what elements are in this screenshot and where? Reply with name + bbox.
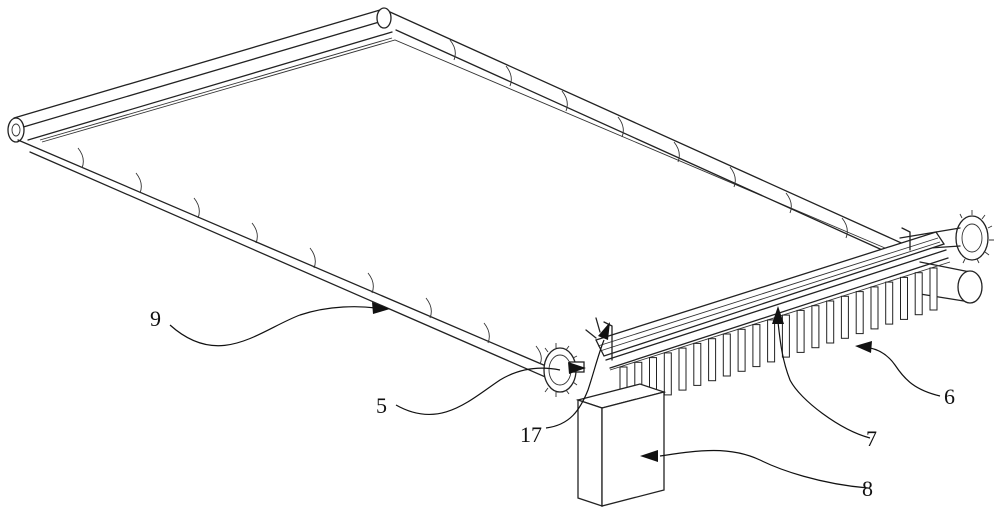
label-7: 7 [866, 426, 877, 451]
leader-9 [169, 302, 390, 347]
label-9: 9 [150, 306, 161, 331]
label-8: 8 [862, 476, 873, 501]
label-17: 17 [520, 422, 542, 447]
bristle-tooth [826, 300, 835, 344]
bristle-tooth [708, 338, 717, 382]
leader-8 [640, 449, 869, 489]
control-box [575, 383, 667, 507]
leader-17 [545, 322, 610, 429]
bristle-tooth [737, 328, 746, 372]
right-gear [899, 210, 994, 264]
leader-7 [772, 306, 871, 439]
brush-roller [585, 227, 949, 369]
bristle-tooth [811, 305, 820, 349]
bristle-tooth [914, 272, 923, 316]
lower-roller [919, 261, 983, 304]
leader-5 [395, 362, 586, 416]
bristle-tooth [840, 295, 849, 339]
bristle-teeth [619, 267, 938, 410]
leader-6 [855, 341, 941, 397]
label-6: 6 [944, 384, 955, 409]
conveyor-frame [7, 7, 909, 387]
bristle-tooth [722, 333, 731, 377]
bristle-tooth [767, 319, 776, 363]
bristle-tooth [929, 267, 938, 311]
bristle-tooth [781, 314, 790, 358]
bristle-tooth [693, 342, 702, 386]
bristle-tooth [678, 347, 687, 391]
bristle-tooth [900, 276, 908, 320]
bristle-tooth [796, 309, 805, 353]
bristle-tooth [752, 324, 761, 368]
label-5: 5 [376, 393, 387, 418]
bristle-tooth [663, 352, 672, 396]
bristle-tooth [855, 291, 864, 335]
bristle-tooth [885, 281, 894, 325]
bristle-tooth [870, 286, 879, 330]
